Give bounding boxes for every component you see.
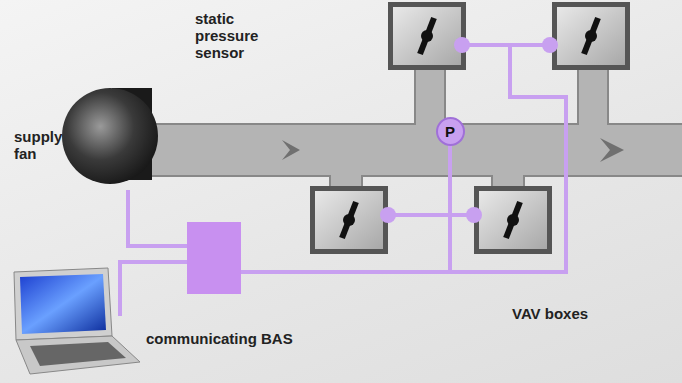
- vav-box: [388, 2, 466, 70]
- control-wire: [120, 45, 566, 316]
- flow-arrow: [600, 138, 624, 162]
- text-label: VAV boxes: [512, 305, 588, 322]
- vav-box: [474, 186, 552, 254]
- flow-arrow: [282, 140, 300, 160]
- text-label: communicating BAS: [146, 330, 293, 347]
- supply-fan: [62, 88, 158, 184]
- duct: [140, 68, 682, 190]
- vav-box: [552, 2, 630, 70]
- laptop: [14, 268, 140, 374]
- text-label: static pressure sensor: [195, 10, 275, 61]
- wire-junction: [380, 37, 558, 223]
- vav-box: [310, 186, 388, 254]
- controller: [187, 222, 241, 294]
- pressure-sensor: P: [436, 117, 465, 146]
- sensor-letter: P: [445, 123, 455, 140]
- text-label: supply fan: [14, 128, 70, 162]
